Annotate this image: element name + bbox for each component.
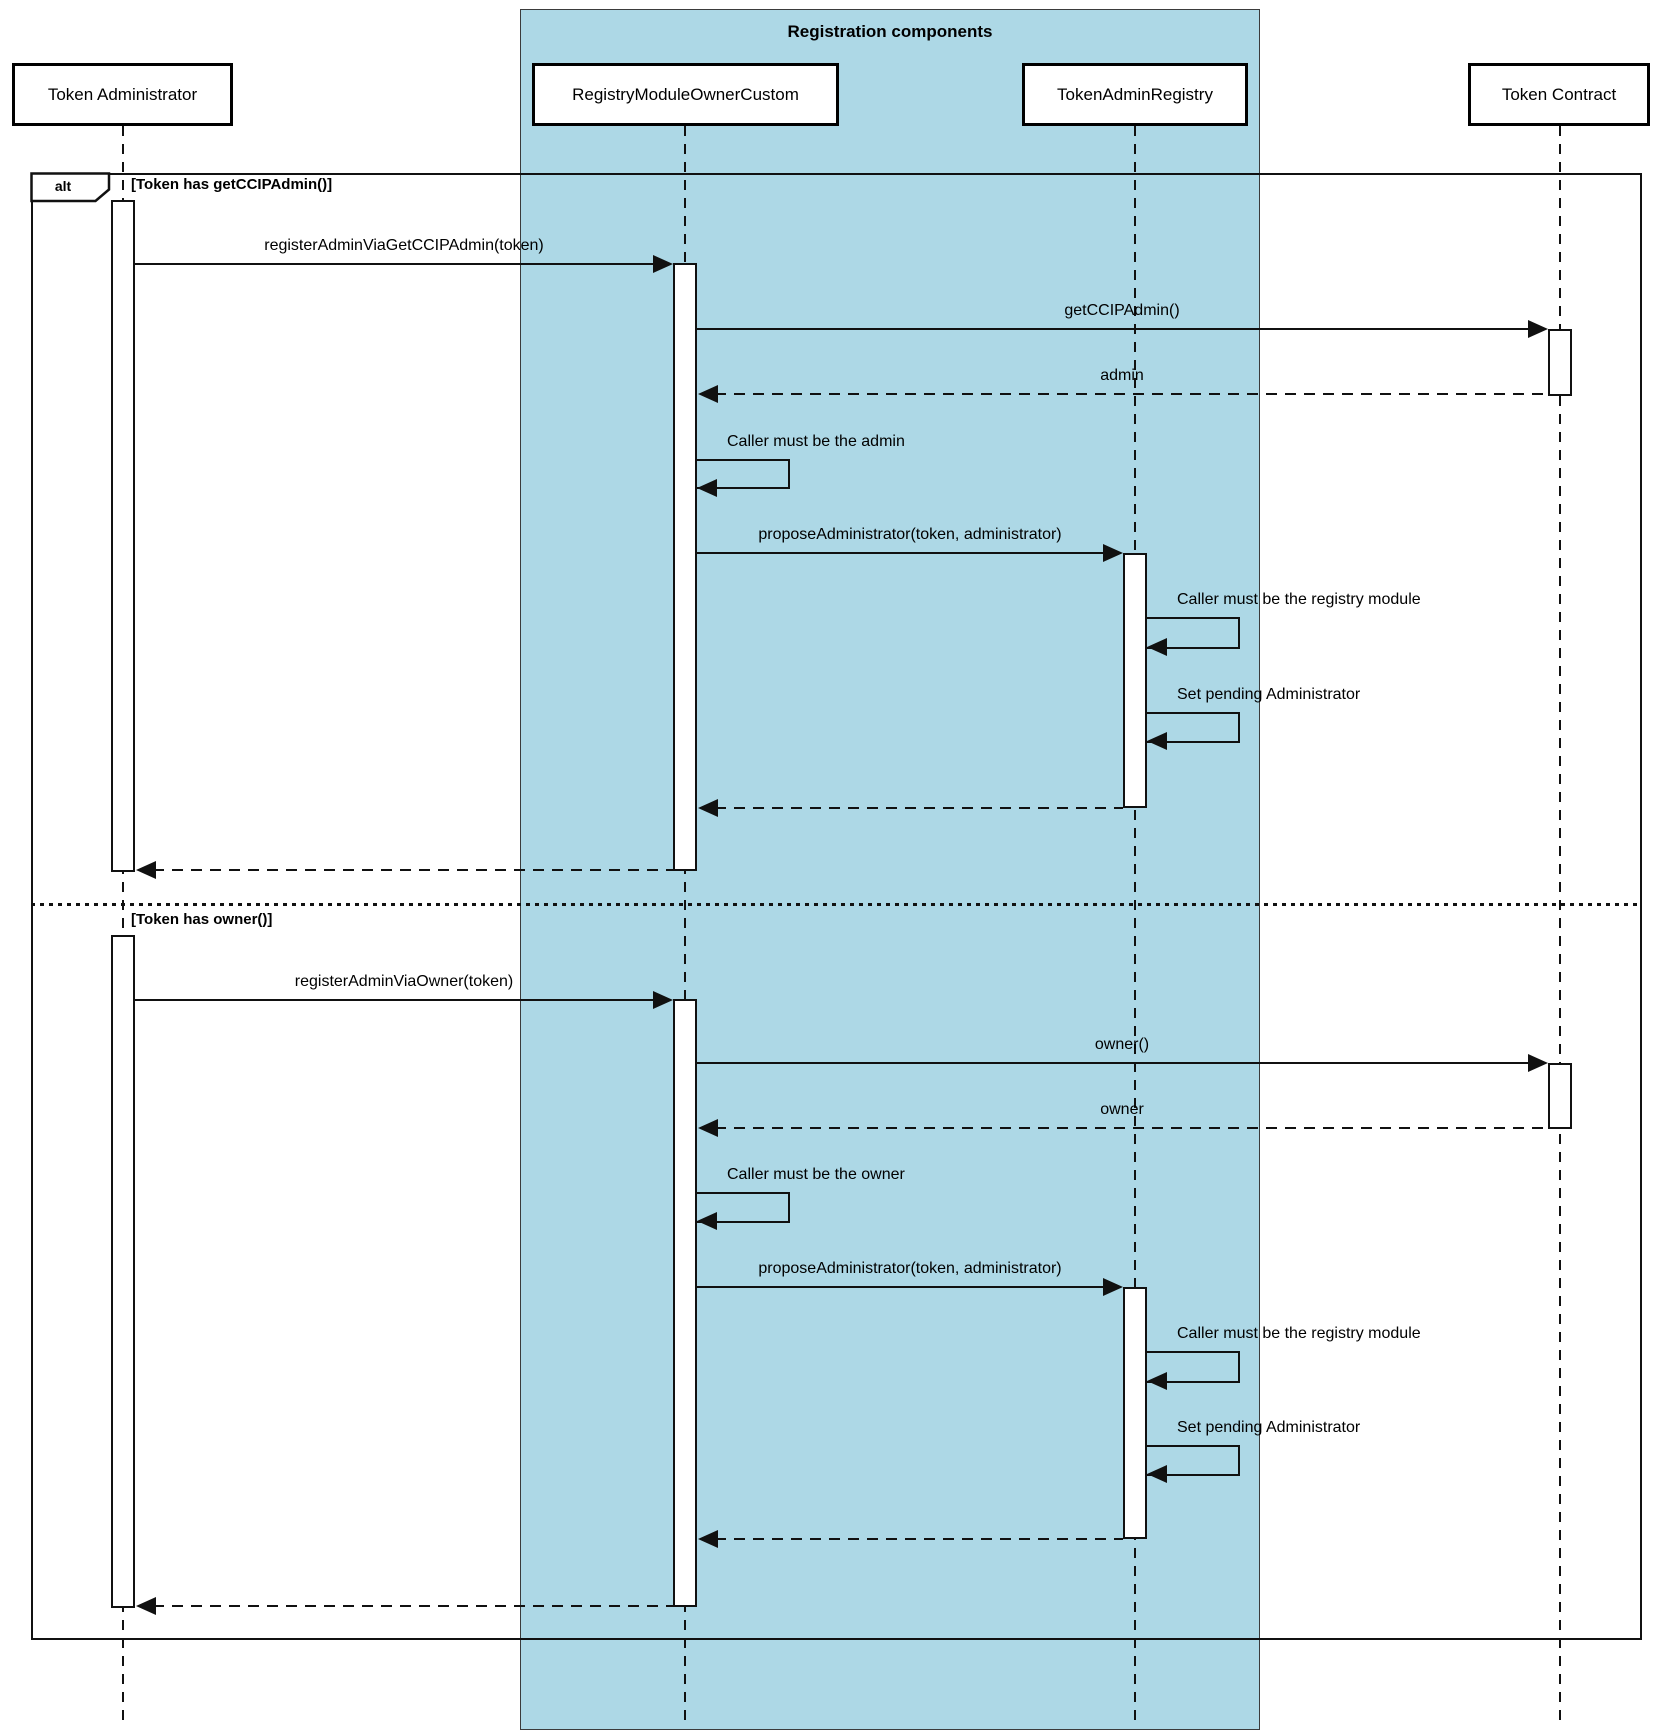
message-line-owner-call <box>697 1062 1528 1064</box>
lifeline-registry-module-owner-custom <box>684 126 686 1724</box>
message-line-propose-1 <box>697 552 1103 554</box>
participant-token-admin-registry: TokenAdminRegistry <box>1022 63 1248 126</box>
arrowhead <box>698 1530 718 1548</box>
alt-operator-label: alt <box>54 178 72 194</box>
arrowhead <box>1147 1372 1167 1390</box>
message-label: Caller must be the owner <box>727 1166 905 1183</box>
activation-token-administrator-2 <box>111 935 135 1608</box>
message-label: Set pending Administrator <box>1177 1419 1361 1436</box>
message-label: registerAdminViaGetCCIPAdmin(token) <box>264 237 544 254</box>
activation-token-contract-1 <box>1548 329 1572 396</box>
arrowhead <box>653 991 673 1009</box>
self-loop-caller-admin <box>697 459 790 489</box>
arrowhead <box>1528 1054 1548 1072</box>
message-label: registerAdminViaOwner(token) <box>294 973 514 990</box>
message-line-getccipadmin <box>697 328 1528 330</box>
lifeline-token-contract <box>1559 126 1561 1724</box>
message-label: Caller must be the registry module <box>1177 591 1421 608</box>
return-line-module-to-admin-2 <box>153 1605 673 1607</box>
arrowhead <box>698 385 718 403</box>
message-line-register-owner <box>135 999 654 1001</box>
arrowhead <box>136 1597 156 1615</box>
message-label: owner() <box>1094 1036 1150 1053</box>
self-loop-caller-registry-2 <box>1147 1351 1240 1383</box>
message-line-propose-2 <box>697 1286 1103 1288</box>
message-label: proposeAdministrator(token, administrato… <box>758 1260 1062 1277</box>
arrowhead <box>1147 638 1167 656</box>
arrowhead <box>653 255 673 273</box>
activation-token-contract-2 <box>1548 1063 1572 1129</box>
participant-label: RegistryModuleOwnerCustom <box>572 84 799 104</box>
arrowhead <box>1147 732 1167 750</box>
return-line-registry-to-module-2 <box>715 1538 1123 1540</box>
arrowhead <box>697 1212 717 1230</box>
participant-label: Token Administrator <box>47 84 198 104</box>
message-label: Caller must be the registry module <box>1177 1325 1421 1342</box>
message-label: Set pending Administrator <box>1177 686 1361 703</box>
lifeline-token-admin-registry <box>1134 126 1136 1724</box>
group-title: Registration components <box>787 22 993 41</box>
activation-registry-module-2 <box>673 999 697 1607</box>
alt-operator-pentagon <box>30 172 111 203</box>
arrowhead <box>697 479 717 497</box>
activation-registry-module-1 <box>673 263 697 871</box>
return-line-admin <box>715 393 1548 395</box>
self-loop-caller-owner <box>697 1192 790 1223</box>
self-loop-set-pending-2 <box>1147 1445 1240 1476</box>
participant-token-contract: Token Contract <box>1468 63 1650 126</box>
return-line-registry-to-module-1 <box>715 807 1123 809</box>
message-line-register-ccipadmin <box>135 263 654 265</box>
message-label: Caller must be the admin <box>727 433 905 450</box>
alt-frame <box>31 173 1642 1640</box>
alt-divider <box>31 903 1642 906</box>
message-label: proposeAdministrator(token, administrato… <box>758 526 1062 543</box>
activation-token-admin-registry-2 <box>1123 1287 1147 1539</box>
self-loop-set-pending-1 <box>1147 712 1240 743</box>
arrowhead <box>136 861 156 879</box>
activation-token-administrator-1 <box>111 200 135 872</box>
participant-label: TokenAdminRegistry <box>1057 84 1213 104</box>
self-loop-caller-registry-1 <box>1147 617 1240 649</box>
participant-label: Token Contract <box>1501 84 1617 104</box>
return-line-owner <box>715 1127 1548 1129</box>
lifeline-token-administrator <box>122 126 124 1724</box>
alt-condition-2: [Token has owner()] <box>131 911 273 928</box>
return-line-module-to-admin-1 <box>153 869 673 871</box>
arrowhead <box>698 1119 718 1137</box>
activation-token-admin-registry-1 <box>1123 553 1147 808</box>
message-label: admin <box>1100 367 1144 384</box>
arrowhead <box>1147 1465 1167 1483</box>
arrowhead <box>1103 544 1123 562</box>
participant-token-administrator: Token Administrator <box>12 63 233 126</box>
participant-registry-module-owner-custom: RegistryModuleOwnerCustom <box>532 63 839 126</box>
alt-condition-1: [Token has getCCIPAdmin()] <box>131 176 333 193</box>
message-label: getCCIPAdmin() <box>1064 302 1180 319</box>
arrowhead <box>1103 1278 1123 1296</box>
arrowhead <box>698 799 718 817</box>
arrowhead <box>1528 320 1548 338</box>
message-label: owner <box>1100 1101 1144 1118</box>
